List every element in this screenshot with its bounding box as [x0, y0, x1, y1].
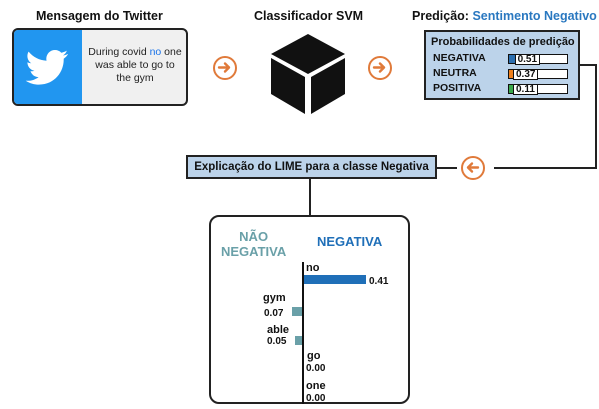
feature-word: no — [306, 262, 320, 274]
feature-word: gym — [263, 292, 286, 304]
prediction-label: NEUTRA — [433, 67, 477, 79]
arrow-left-icon — [461, 156, 485, 180]
classifier-header: Classificador SVM — [254, 9, 364, 23]
arrow-right-icon — [368, 56, 392, 80]
feature-bar-negative — [304, 275, 366, 284]
feature-value: 0.41 — [369, 276, 389, 287]
prediction-class: Sentimento Negativo — [472, 9, 597, 23]
prediction-value: 0.37 — [513, 69, 539, 80]
feature-bar-non-negative — [294, 336, 302, 345]
twitter-bird-icon — [25, 50, 69, 85]
prediction-bar-fill — [509, 85, 516, 93]
negative-side-label: NEGATIVA — [317, 234, 383, 249]
feature-word: go — [307, 350, 321, 362]
prediction-value: 0.11 — [513, 84, 538, 95]
prediction-label: POSITIVA — [433, 82, 482, 94]
non-negative-side-label: NÃO NEGATIVA — [221, 229, 286, 259]
tweet-text-pre: During covid — [88, 46, 150, 58]
lime-explanation-label: Explicação do LIME para a classe Negativ… — [186, 155, 437, 179]
prediction-row: POSITIVA — [433, 82, 481, 94]
prediction-probabilities-box: Probabilidades de predição NEGATIVA 0.51… — [424, 30, 580, 100]
tweet-text-post: one was able to go to the gym — [95, 46, 182, 84]
feature-value: 0.00 — [306, 393, 326, 404]
tweet-card: During covid no one was able to go to th… — [12, 28, 188, 106]
cube-icon — [271, 34, 345, 114]
axis-line — [302, 262, 304, 404]
prediction-bar: 0.37 — [508, 69, 568, 80]
prediction-bar: 0.11 — [508, 84, 568, 95]
lime-explanation-panel: NÃO NEGATIVA NEGATIVA no 0.41 gym 0.07 a… — [209, 215, 410, 404]
feature-value: 0.00 — [306, 363, 326, 374]
prediction-row: NEGATIVA — [433, 52, 486, 64]
tweet-highlight-word: no — [149, 46, 162, 58]
tweet-text: During covid no one was able to go to th… — [88, 46, 182, 85]
arrow-right-icon — [213, 56, 237, 80]
prediction-bar: 0.51 — [508, 54, 568, 65]
feature-value: 0.05 — [267, 336, 287, 347]
non-negative-label-line2: NEGATIVA — [221, 244, 287, 259]
prediction-row: NEUTRA — [433, 67, 477, 79]
prediction-header: Predição: Sentimento Negativo — [412, 9, 597, 23]
feature-word: one — [306, 380, 326, 392]
prediction-prefix: Predição: — [412, 9, 469, 23]
prediction-box-title: Probabilidades de predição — [431, 36, 575, 48]
non-negative-label-line1: NÃO — [239, 229, 269, 244]
twitter-logo — [14, 30, 82, 104]
feature-bar-non-negative — [291, 307, 302, 316]
tweet-header: Mensagem do Twitter — [36, 9, 163, 23]
feature-value: 0.07 — [264, 308, 284, 319]
prediction-label: NEGATIVA — [433, 52, 486, 64]
feature-word: able — [267, 324, 290, 336]
prediction-value: 0.51 — [514, 54, 541, 65]
